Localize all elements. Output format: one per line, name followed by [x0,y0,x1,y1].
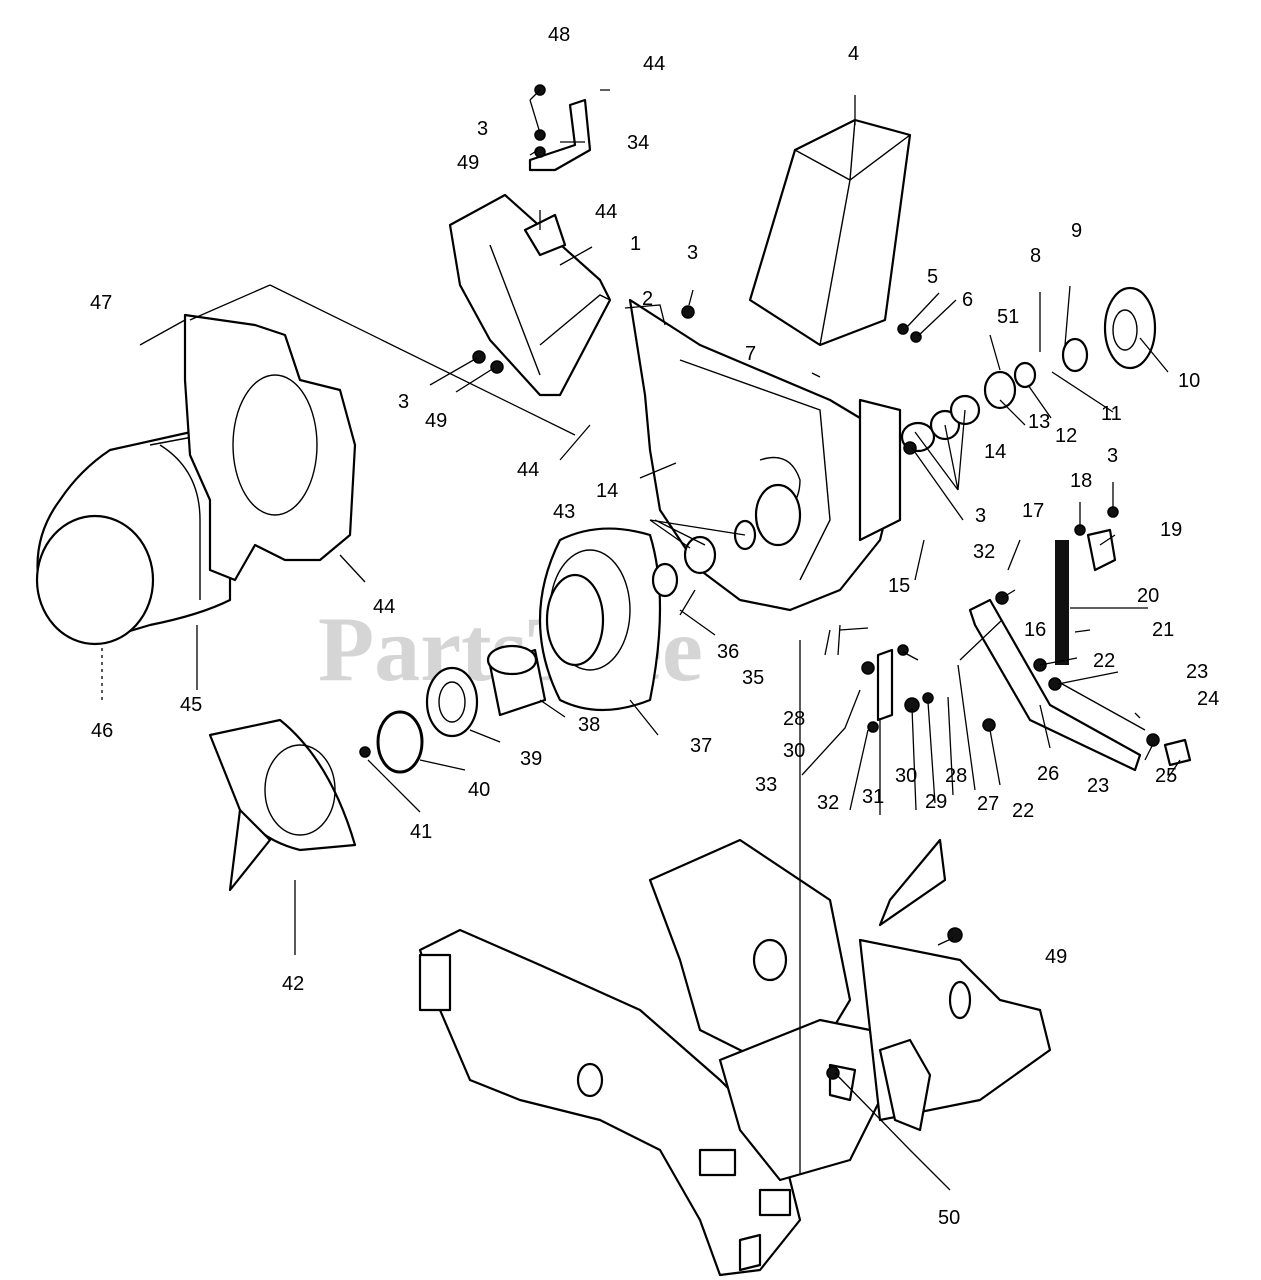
part-47-cover [35,428,232,646]
callout-4: 4 [848,43,859,65]
callout-15: 15 [888,575,910,597]
callout-44: 44 [517,459,539,481]
part-43-seal [651,562,679,598]
callout-5: 5 [927,266,938,288]
callout-2: 2 [642,288,653,310]
callout-24: 24 [1197,688,1219,710]
callout-35: 35 [742,667,764,689]
callout-7: 7 [745,343,756,365]
part-45-housing-plate [183,313,357,582]
part-1-chute-base [448,193,612,397]
callout-32: 32 [973,541,995,563]
callout-31: 31 [862,786,884,808]
callout-47: 46 [91,720,113,742]
parts-art [35,84,1192,1277]
callout-23: 23 [1087,775,1109,797]
part-34-bracket [528,98,592,172]
callout-3: 3 [477,118,488,140]
callout-20: 20 [1137,585,1159,607]
callout-28: 28 [783,708,805,730]
callout-42: 42 [282,973,304,995]
callout-14: 14 [984,441,1006,463]
callout-17: 17 [1022,500,1044,522]
part-26-lever [968,598,1142,772]
callout-18: 18 [1070,470,1092,492]
callout-52: 51 [997,306,1019,328]
part-39-washer [425,666,479,738]
callout-40: 40 [468,779,490,801]
callout-22: 22 [1093,650,1115,672]
callout-11: 11 [1101,403,1122,425]
callout-37: 37 [690,735,712,757]
callout-12: 12 [1055,425,1077,447]
callout-22: 22 [1012,800,1034,822]
callout-49: 49 [425,410,447,432]
callout-33: 33 [755,774,777,796]
part-42-impeller [208,718,357,892]
callout-46: 45 [180,694,202,716]
callout-43: 43 [553,501,575,523]
callout-26: 26 [1037,763,1059,785]
hardware [359,84,1160,1080]
callout-44: 44 [595,201,617,223]
callout-25: 25 [1155,765,1177,787]
callout-21: 21 [1152,619,1174,641]
callout-3: 3 [687,242,698,264]
callout-29: 29 [925,791,947,813]
callout-labels: 1 2 3 3 3 3 3 4 5 6 7 8 9 10 11 12 13 14… [90,24,1219,1229]
part-10-pulley [1103,286,1157,370]
part-20-spring [1055,540,1069,665]
callout-27: 27 [977,793,999,815]
callout-50: 49 [1045,946,1067,968]
callout-14: 14 [596,480,618,502]
callout-23: 23 [1186,661,1208,683]
callout-13: 13 [1028,411,1050,433]
callout-16: 16 [1024,619,1046,641]
callout-34: 34 [627,132,649,154]
callout-48: 47 [90,292,112,314]
callout-28: 28 [945,765,967,787]
callout-41: 41 [410,821,432,843]
callout-8: 8 [1030,245,1041,267]
callout-6: 6 [962,289,973,311]
callout-3: 3 [398,391,409,413]
callout-36: 36 [717,641,739,663]
part-2-housing-body [628,298,902,612]
callout-38: 38 [578,714,600,736]
callout-39: 39 [520,748,542,770]
callout-45: 44 [373,596,395,618]
callout-1: 1 [630,233,641,255]
callout-51: 50 [938,1207,960,1229]
callout-30: 30 [895,765,917,787]
callout-3: 3 [975,505,986,527]
part-38-spacer [486,644,547,717]
part-4-chute [748,118,912,347]
callout-10: 10 [1178,370,1200,392]
callout-44: 44 [643,53,665,75]
part-40-ring [376,710,424,774]
callout-49: 48 [548,24,570,46]
callout-3: 3 [1107,445,1118,467]
callout-49: 49 [457,152,479,174]
part-37-drum [538,527,662,712]
callout-9: 9 [1071,220,1082,242]
leader-lines [101,89,1181,1191]
callout-19: 19 [1160,519,1182,541]
callout-30: 30 [783,740,805,762]
callout-32: 32 [817,792,839,814]
